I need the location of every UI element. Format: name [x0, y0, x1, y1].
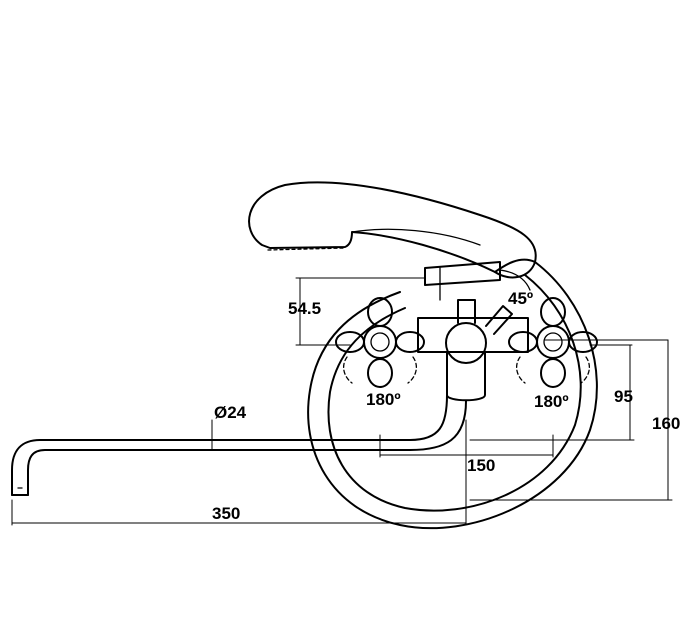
dim-spout-length: 350	[212, 504, 240, 523]
shower-holder	[424, 261, 531, 301]
dim-center-distance: 150	[467, 456, 495, 475]
left-cross-handle	[335, 297, 425, 388]
dim-total-height: 160	[652, 414, 680, 433]
spout	[11, 394, 467, 496]
mixer-body	[417, 299, 529, 402]
shower-hose	[307, 261, 598, 530]
dim-handshower-offset: 54.5	[288, 299, 321, 318]
dim-spout-height: 95	[614, 387, 633, 406]
right-cross-handle	[508, 297, 598, 388]
hand-shower	[248, 181, 537, 279]
dim-right-handle-rotation: 180º	[534, 392, 569, 411]
dimension-lines	[11, 277, 673, 526]
dim-left-handle-rotation: 180º	[366, 390, 401, 409]
dim-spout-diameter: Ø24	[214, 403, 247, 422]
dim-diverter-angle: 45º	[508, 289, 533, 308]
